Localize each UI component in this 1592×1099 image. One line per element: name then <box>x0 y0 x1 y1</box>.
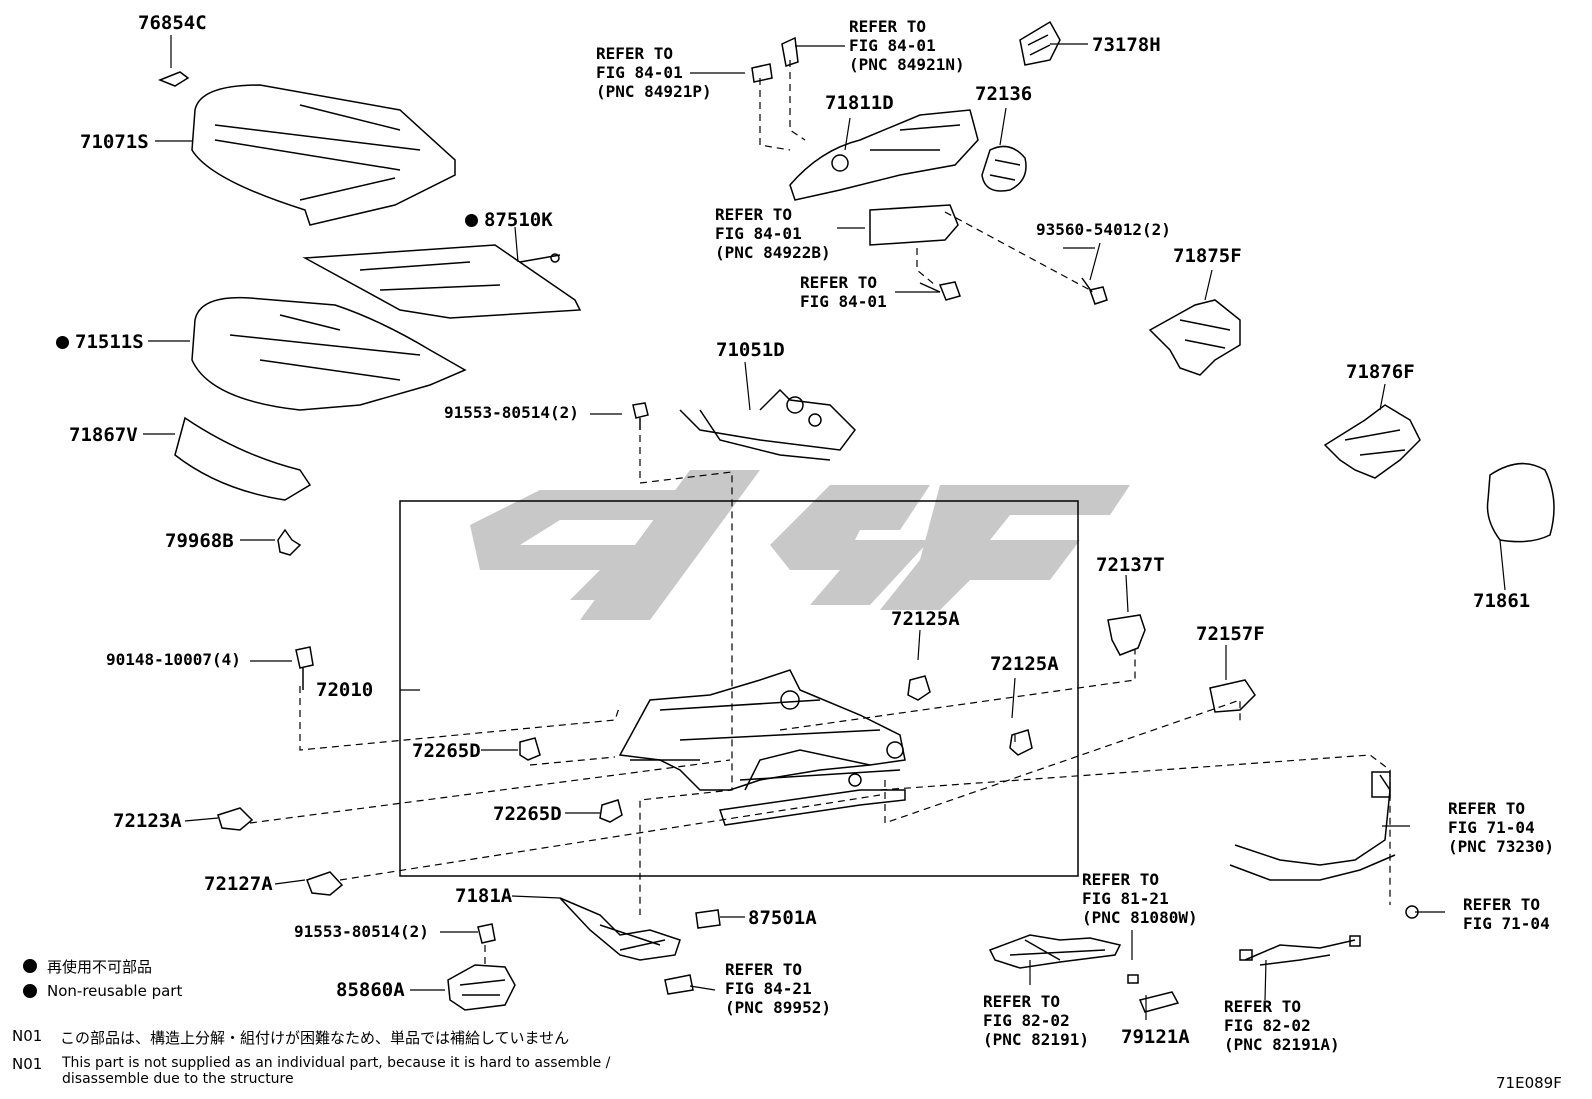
reference-note-84922B: REFER TO FIG 84-01 (PNC 84922B) <box>715 205 831 262</box>
part-label-85860A: 85860A <box>336 979 405 1001</box>
reference-note-82191: REFER TO FIG 82-02 (PNC 82191) <box>983 992 1089 1049</box>
part-label-7181A: 7181A <box>455 885 513 907</box>
note-code-jp: N01 <box>12 1027 43 1045</box>
part-label-71811D: 71811D <box>825 92 894 114</box>
part-label-79968B: 79968B <box>165 530 234 552</box>
part-label-72123A: 72123A <box>113 810 182 832</box>
part-label-72137T: 72137T <box>1096 554 1165 576</box>
part-label-79121A: 79121A <box>1121 1026 1190 1048</box>
part-label-71875F: 71875F <box>1173 245 1242 267</box>
reference-note-71-04: REFER TO FIG 71-04 <box>1463 895 1550 933</box>
part-sketches <box>157 20 1555 1013</box>
reference-note-82191A: REFER TO FIG 82-02 (PNC 82191A) <box>1224 997 1340 1054</box>
part-label-91553-80514-bottom: 91553-80514(2) <box>294 922 429 941</box>
part-label-71876F: 71876F <box>1346 361 1415 383</box>
part-label-87510K: 87510K <box>484 209 553 231</box>
part-label-72265D-right: 72265D <box>493 803 562 825</box>
part-label-73178H: 73178H <box>1092 34 1161 56</box>
part-label-87501A: 87501A <box>748 907 817 929</box>
reference-note-84921P: REFER TO FIG 84-01 (PNC 84921P) <box>596 44 712 101</box>
non-reusable-marker-87510K: 87510K <box>465 211 553 230</box>
watermark-logo <box>470 470 1130 620</box>
reference-note-89952: REFER TO FIG 84-21 (PNC 89952) <box>725 960 831 1017</box>
part-label-76854C: 76854C <box>138 12 207 34</box>
non-reusable-dot-icon <box>56 336 69 349</box>
reference-note-73230: REFER TO FIG 71-04 (PNC 73230) <box>1448 799 1554 856</box>
part-label-71051D: 71051D <box>716 339 785 361</box>
reference-note-81080W: REFER TO FIG 81-21 (PNC 81080W) <box>1082 870 1198 927</box>
note-text-jp: この部品は、構造上分解・組付けが困難なため、単品では補給していません <box>60 1029 570 1047</box>
part-label-72265D-left: 72265D <box>412 740 481 762</box>
part-label-72125A-lower: 72125A <box>990 653 1059 675</box>
part-label-71511S: 71511S <box>75 331 144 353</box>
legend-dot-icon <box>23 984 37 998</box>
part-label-72136: 72136 <box>975 83 1033 105</box>
non-reusable-marker-71511S: 71511S <box>56 333 144 352</box>
part-label-72125A-upper: 72125A <box>891 608 960 630</box>
reference-note-84-01: REFER TO FIG 84-01 <box>800 273 887 311</box>
note-text-en-line2: disassemble due to the structure <box>62 1071 294 1087</box>
note-code-en: N01 <box>12 1055 43 1073</box>
reference-note-84921N: REFER TO FIG 84-01 (PNC 84921N) <box>849 17 965 74</box>
part-label-72157F: 72157F <box>1196 623 1265 645</box>
part-label-71071S: 71071S <box>80 131 149 153</box>
non-reusable-dot-icon <box>465 214 478 227</box>
part-label-72010: 72010 <box>316 679 374 701</box>
figure-id: 71E089F <box>1496 1074 1562 1092</box>
part-label-71867V: 71867V <box>69 424 138 446</box>
part-label-72127A: 72127A <box>204 873 273 895</box>
legend-text-en: Non-reusable part <box>47 982 183 1000</box>
part-label-91553-80514-top: 91553-80514(2) <box>444 403 579 422</box>
part-label-71861: 71861 <box>1473 590 1531 612</box>
part-label-93560-54012: 93560-54012(2) <box>1036 220 1171 239</box>
legend-text-jp: 再使用不可部品 <box>47 958 153 976</box>
legend-dot-icon <box>23 959 37 973</box>
part-label-90148-10007: 90148-10007(4) <box>106 650 241 669</box>
note-text-en-line1: This part is not supplied as an individu… <box>62 1055 611 1071</box>
